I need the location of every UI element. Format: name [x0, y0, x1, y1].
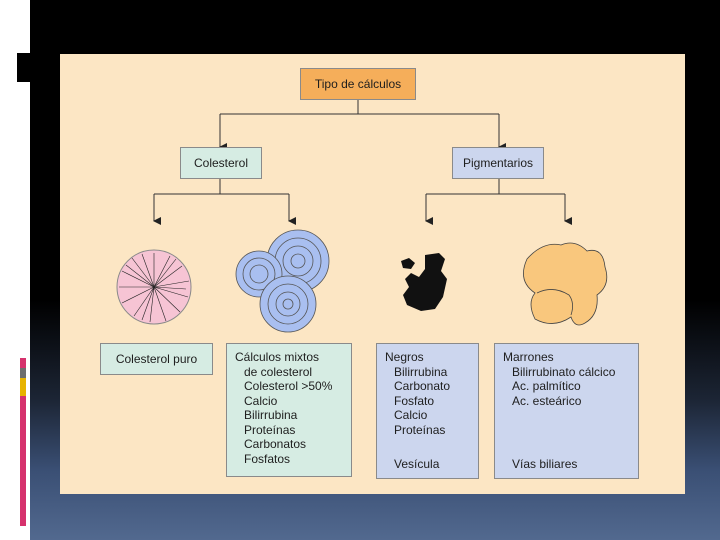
type-mixtos-heading: Cálculos mixtos	[235, 350, 320, 364]
brown-stone-icon	[523, 242, 608, 326]
type-negros-item: Calcio	[394, 408, 428, 422]
type-colesterol-puro-heading: Colesterol puro	[115, 351, 198, 366]
category-pigmentarios-box: Pigmentarios	[452, 147, 544, 179]
root-title-text: Tipo de cálculos	[314, 76, 402, 91]
category-colesterol-label: Colesterol	[193, 155, 249, 170]
type-mixtos-item: Fosfatos	[244, 451, 291, 466]
accent-bar-pink	[20, 358, 26, 368]
type-mixtos-item: Calcio	[244, 393, 278, 408]
category-pigmentarios-label: Pigmentarios	[462, 155, 534, 170]
diagram-slide: Tipo de cálculos Colesterol Pigmentarios	[60, 54, 685, 494]
type-mixtos-item: Carbonatos	[244, 437, 307, 451]
type-negros-item: Bilirrubina	[394, 364, 448, 379]
accent-bar-pink-long	[20, 396, 26, 526]
accent-bar-yellow	[20, 378, 26, 396]
type-negros-location: Vesícula	[394, 456, 440, 471]
type-marrones-box: Marrones Bilirrubinato cálcico Ac. palmí…	[494, 343, 639, 479]
type-negros-heading: Negros	[385, 350, 424, 364]
black-stones-icon	[401, 253, 447, 311]
type-marrones-item: Bilirrubinato cálcico	[512, 364, 616, 379]
type-marrones-item: Ac. esteárico	[512, 393, 582, 408]
type-colesterol-puro-box: Colesterol puro	[100, 343, 213, 375]
type-marrones-heading: Marrones	[503, 350, 554, 364]
type-mixtos-item: Bilirrubina	[244, 408, 298, 422]
type-negros-item: Proteínas	[394, 422, 446, 437]
connector-lines	[153, 100, 572, 225]
type-negros-box: Negros Bilirrubina Carbonato Fosfato Cal…	[376, 343, 479, 479]
type-marrones-location: Vías biliares	[512, 456, 578, 471]
layered-blue-stones-icon	[235, 229, 330, 333]
corner-mark	[17, 53, 30, 82]
category-colesterol-box: Colesterol	[180, 147, 262, 179]
type-negros-item: Carbonato	[394, 379, 451, 393]
type-mixtos-item: de colesterol	[244, 364, 313, 379]
pink-radial-stone-icon	[116, 249, 192, 325]
type-mixtos-item: Colesterol >50%	[244, 379, 333, 393]
type-mixtos-box: Cálculos mixtos de colesterol Colesterol…	[226, 343, 352, 477]
root-title-box: Tipo de cálculos	[300, 68, 416, 100]
type-negros-item: Fosfato	[394, 393, 435, 408]
type-marrones-item: Ac. palmítico	[512, 379, 581, 393]
accent-bar-gray	[20, 368, 26, 378]
type-mixtos-item: Proteínas	[244, 422, 296, 437]
